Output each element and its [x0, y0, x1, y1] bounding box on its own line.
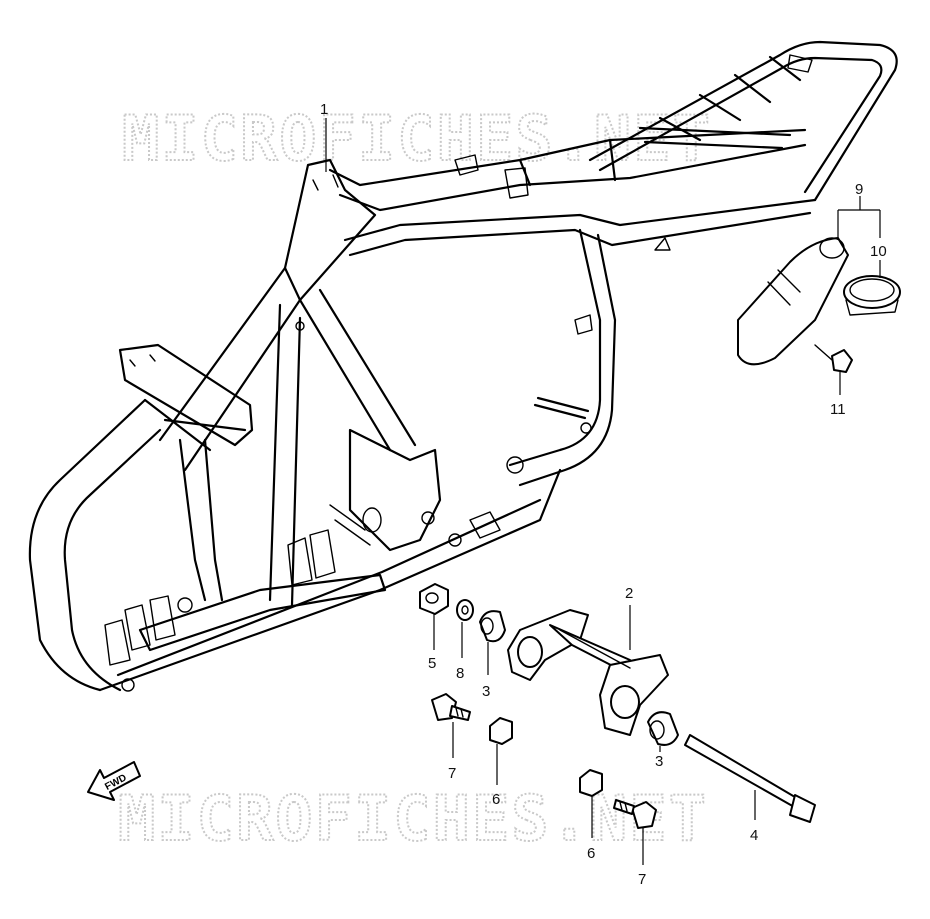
callout-11: 11: [830, 401, 846, 418]
spacer-3a: [479, 610, 506, 643]
callout-3a: 3: [482, 683, 490, 700]
callout-8: 8: [456, 665, 464, 682]
nut-6a: [489, 717, 513, 745]
nut-6b: [579, 769, 603, 797]
watermark-bottom: MICROFICHES.NET: [118, 782, 708, 855]
callout-2: 2: [625, 585, 633, 602]
clamp-10: [843, 275, 901, 316]
spacer-3b: [647, 711, 679, 746]
callout-3b: 3: [655, 753, 663, 770]
engine-mount-bracket: [507, 609, 669, 736]
bushing-5: [419, 583, 449, 615]
callout-5: 5: [428, 655, 436, 672]
leader-lines: [325, 118, 881, 865]
bolt-7b: [613, 799, 657, 829]
washer-8: [456, 599, 474, 621]
frame-assembly: [28, 40, 898, 692]
bolt-7a: [431, 693, 471, 721]
screw-11: [814, 344, 853, 373]
callout-6b: 6: [587, 845, 595, 862]
callout-1: 1: [320, 101, 328, 118]
callout-10: 10: [870, 243, 887, 260]
long-bolt-4: [684, 734, 816, 823]
callout-4: 4: [750, 827, 758, 844]
callout-6a: 6: [492, 791, 500, 808]
callout-7a: 7: [448, 765, 456, 782]
callout-9: 9: [855, 181, 863, 198]
cover-9: [737, 237, 849, 366]
callout-7b: 7: [638, 871, 646, 888]
